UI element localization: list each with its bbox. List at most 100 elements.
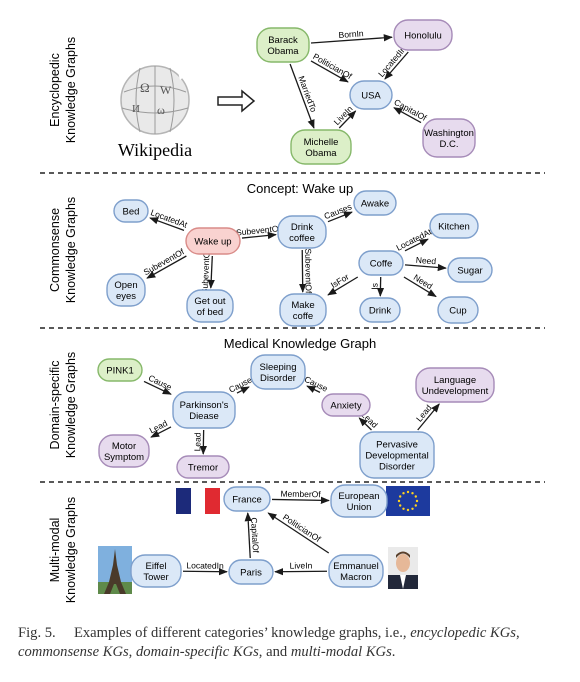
- node-label: Tremor: [188, 463, 218, 474]
- node-pink1: PINK1: [97, 358, 143, 382]
- node-label: Sleeping: [260, 362, 297, 373]
- svg-text:Commonsense: Commonsense: [48, 208, 62, 292]
- node-label: Disorder: [379, 462, 415, 473]
- node-label: Paris: [240, 568, 262, 579]
- edge-label: LocatedIn: [186, 560, 224, 570]
- figure-caption: Fig. 5. Examples of different categories…: [18, 625, 520, 660]
- svg-text:Knowledge Graphs: Knowledge Graphs: [64, 37, 78, 143]
- edge-macron-paris: LiveIn: [274, 560, 328, 576]
- eiffel-tower-image: [98, 546, 132, 594]
- node-usa: USA: [349, 80, 393, 110]
- edge-label: SubeventOf: [200, 248, 212, 294]
- section-label-encyclopedic: Encyclopedic Knowledge Graphs: [48, 37, 78, 143]
- caption-term: domain-specific KGs: [135, 644, 259, 660]
- edge-washington-usa: CapitalOf: [392, 97, 429, 124]
- node-label: Motor: [112, 441, 136, 452]
- edge-macron-france: PoliticianOf: [267, 512, 330, 554]
- node-label: coffee: [289, 233, 315, 244]
- france-flag-image: [176, 488, 220, 514]
- node-label: Cup: [449, 306, 466, 317]
- wikipedia-globe-logo: Ω W И ω: [118, 62, 190, 135]
- caption-term: encyclopedic KGs: [410, 625, 516, 641]
- edge-coffe-kitchen: LocatedAt: [394, 226, 433, 253]
- macron-portrait-image: [388, 547, 418, 589]
- node-label: USA: [361, 91, 381, 102]
- node-label: Symptom: [104, 452, 144, 463]
- wikipedia-label: Wikipedia: [118, 140, 192, 160]
- node-kitchen: Kitchen: [429, 213, 479, 239]
- svg-text:Encyclopedic: Encyclopedic: [48, 53, 62, 127]
- node-honolulu: Honolulu: [393, 19, 453, 51]
- node-label: Get out: [194, 296, 226, 307]
- svg-text:Domain-specific: Domain-specific: [48, 361, 62, 450]
- node-label: Washington: [424, 128, 474, 139]
- commonsense-subtitle: Concept: Wake up: [247, 181, 353, 196]
- node-sugar: Sugar: [447, 257, 493, 283]
- edge-label: BornIn: [338, 28, 364, 40]
- edge-label: CapitalOf: [249, 517, 261, 554]
- svg-text:Knowledge Graphs: Knowledge Graphs: [64, 497, 78, 603]
- node-label: Bed: [123, 207, 140, 218]
- edge-parkinson-motor: Lead: [148, 418, 172, 438]
- node-label: Eiffel: [146, 561, 167, 572]
- edge-coffe-make_coffe: IsFor: [327, 271, 359, 296]
- caption-prefix: Fig. 5.: [18, 625, 56, 641]
- node-drink: Drink: [359, 297, 401, 323]
- edge-label: Lead: [192, 432, 202, 451]
- edge-parkinson-sleeping: Cause: [227, 374, 254, 394]
- node-label: Sugar: [457, 266, 482, 277]
- edge-label: Is: [369, 283, 379, 290]
- node-france: France: [223, 486, 271, 512]
- edge-drink_coffee-awake: Causes: [323, 201, 353, 223]
- edge-label: PoliticianOf: [311, 51, 354, 81]
- node-label: Tower: [143, 572, 168, 583]
- section-label-multi-modal: Multi-modal Knowledge Graphs: [48, 497, 78, 603]
- edge-label: LocatedAt: [149, 207, 189, 230]
- node-label: Open: [114, 280, 137, 291]
- edge-label: MarriedTo: [296, 74, 319, 113]
- edge-pink1-parkinson: Cause: [143, 373, 174, 395]
- caption-term: multi-modal KGs: [290, 644, 392, 660]
- node-label: Barack: [268, 35, 298, 46]
- caption-text: Examples of different categories’ knowle…: [73, 625, 407, 641]
- node-label: Coffe: [370, 259, 393, 270]
- edge-wakeup-open_eyes: SubeventOf: [142, 246, 187, 279]
- edge-label: SubeventOf: [303, 248, 314, 294]
- svg-text:Knowledge Graphs: Knowledge Graphs: [64, 352, 78, 458]
- node-label: Language: [434, 375, 476, 386]
- node-wakeup: Wake up: [185, 227, 241, 255]
- node-tremor: Tremor: [176, 455, 230, 479]
- edge-label: SubeventOf: [236, 223, 282, 238]
- edge-coffe-sugar: Need: [404, 255, 447, 272]
- edge-obama-honolulu: BornIn: [310, 28, 393, 44]
- node-label: Emmanuel: [333, 561, 378, 572]
- svg-text:ω: ω: [157, 103, 165, 117]
- node-label: Parkinson's: [180, 400, 229, 411]
- edge-wakeup-get_out: SubeventOf: [200, 248, 215, 294]
- eu-flag-image: [386, 486, 430, 516]
- edge-obama-usa: PoliticianOf: [310, 51, 354, 83]
- node-label: European: [338, 491, 379, 502]
- edge-wakeup-drink_coffee: SubeventOf: [236, 223, 282, 240]
- node-label: Drink: [291, 222, 313, 233]
- edge-coffe-drink: Is: [369, 276, 385, 297]
- node-label: Make: [291, 300, 314, 311]
- svg-text:Ω: Ω: [140, 80, 150, 95]
- svg-text:Knowledge Graphs: Knowledge Graphs: [64, 197, 78, 303]
- svg-text:И: И: [132, 103, 140, 115]
- node-label: Union: [347, 502, 372, 513]
- edge-parkinson-tremor: Lead: [192, 429, 208, 455]
- node-anxiety: Anxiety: [321, 393, 371, 417]
- hollow-arrow-icon: [217, 89, 256, 113]
- node-label: Honolulu: [404, 31, 442, 42]
- node-label: Wake up: [194, 237, 231, 248]
- edge-obama-michelle: MarriedTo: [289, 63, 319, 129]
- node-label: Undevelopment: [422, 386, 489, 397]
- svg-text:W: W: [160, 83, 172, 97]
- node-label: Obama: [267, 46, 299, 57]
